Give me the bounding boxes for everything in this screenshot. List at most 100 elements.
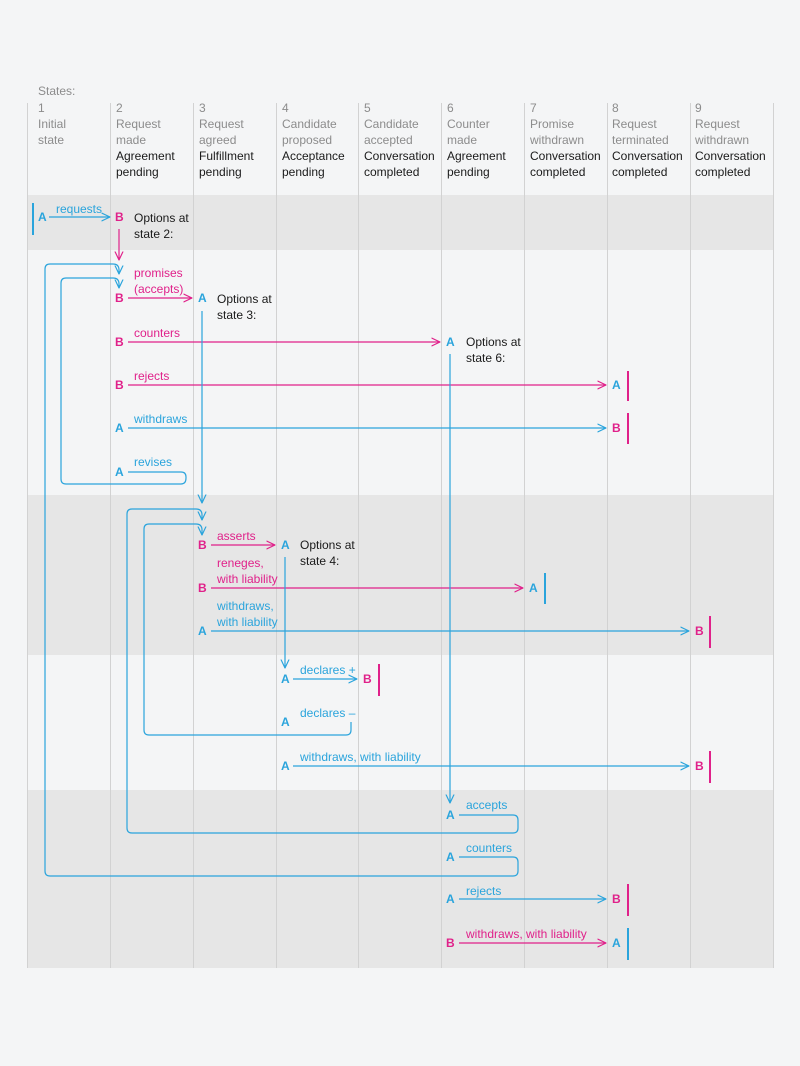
- actor-24: A: [446, 850, 455, 864]
- label-counters-a: counters: [466, 841, 512, 855]
- actor-12: B: [198, 538, 207, 552]
- column-header-line1: Request: [199, 117, 244, 131]
- column-header-num: 7: [530, 101, 537, 115]
- column-header-line3: Conversation: [530, 149, 601, 163]
- actor-15: A: [529, 581, 538, 595]
- band-4: [27, 655, 773, 790]
- column-header-line1: Request: [116, 117, 161, 131]
- column-header-num: 6: [447, 101, 454, 115]
- column-header-line4: completed: [530, 165, 586, 179]
- label-withdraws-liab-2: with liability: [216, 615, 278, 629]
- actor-14: B: [198, 581, 207, 595]
- actor-22: B: [695, 759, 704, 773]
- label-requests: requests: [56, 202, 102, 216]
- loop-accepts: [126, 508, 519, 834]
- label-reneges-liability: with liability: [216, 572, 278, 586]
- column-header-line4: completed: [364, 165, 420, 179]
- label-rejects-a: rejects: [466, 884, 501, 898]
- label-accepts: accepts: [466, 798, 507, 812]
- column-header-line2: made: [447, 133, 478, 147]
- column-header-line4: completed: [695, 165, 751, 179]
- column-header-num: 4: [282, 101, 289, 115]
- actor-28: A: [612, 936, 621, 950]
- options-label-line2-4: state 4:: [300, 554, 339, 568]
- band-1: [27, 195, 773, 250]
- column-header-line4: pending: [199, 165, 242, 179]
- options-label-line1-2: Options at: [217, 292, 272, 306]
- column-header-line2: proposed: [282, 133, 333, 147]
- label-declares-pos: declares +: [300, 663, 356, 677]
- options-label-line2-1: state 2:: [134, 227, 173, 241]
- states-label: States:: [38, 84, 76, 98]
- column-header-line3: Conversation: [612, 149, 683, 163]
- options-label-line1-4: Options at: [300, 538, 355, 552]
- label-accepts: (accepts): [134, 282, 183, 296]
- column-header-line3: Acceptance: [282, 149, 345, 163]
- label-withdraws-a: withdraws: [133, 412, 187, 426]
- column-header-line3: Conversation: [695, 149, 766, 163]
- options-label-line1-1: Options at: [134, 211, 189, 225]
- column-gridlines: [27, 103, 774, 968]
- terminal-bars: [32, 203, 711, 960]
- transition-lines: [44, 217, 689, 943]
- label-withdraws-liab: withdraws,: [216, 599, 274, 613]
- label-rejects-b: rejects: [134, 369, 169, 383]
- column-header-num: 9: [695, 101, 702, 115]
- options-label-line2-3: state 6:: [466, 351, 505, 365]
- actor-11: A: [115, 465, 124, 479]
- actor-23: A: [446, 808, 455, 822]
- background-bands: [27, 193, 773, 969]
- actor-2: B: [115, 210, 124, 224]
- actor-6: A: [446, 335, 455, 349]
- column-header-line2: made: [116, 133, 147, 147]
- actor-7: B: [115, 378, 124, 392]
- column-header-line1: Initial: [38, 117, 67, 131]
- label-revises: revises: [134, 455, 172, 469]
- column-header-line3: Conversation: [364, 149, 435, 163]
- options-label-line1-3: Options at: [466, 335, 521, 349]
- label-promises: promises: [134, 266, 183, 280]
- label-withdraws-liab-b6: withdraws, with liability: [465, 927, 587, 941]
- column-header-line2: withdrawn: [695, 133, 750, 147]
- actor-18: A: [281, 672, 290, 686]
- column-header-num: 1: [38, 101, 45, 115]
- actor-26: B: [612, 892, 621, 906]
- column-header-line1: Request: [612, 117, 657, 131]
- loop-counters-a: [44, 263, 519, 877]
- column-header-line2: terminated: [612, 133, 669, 147]
- column-header-line2: state: [38, 133, 65, 147]
- actor-17: B: [695, 624, 704, 638]
- actor-16: A: [198, 624, 207, 638]
- label-counters-b: counters: [134, 326, 180, 340]
- actor-1: A: [38, 210, 47, 224]
- column-header-line4: pending: [447, 165, 490, 179]
- actor-13: A: [281, 538, 290, 552]
- column-header-num: 2: [116, 101, 123, 115]
- label-asserts: asserts: [217, 529, 256, 543]
- actor-19: B: [363, 672, 372, 686]
- actor-20: A: [281, 715, 290, 729]
- label-declares-neg: declares –: [300, 706, 356, 720]
- column-header-line1: Candidate: [282, 117, 337, 131]
- actor-9: A: [115, 421, 124, 435]
- band-5: [27, 790, 773, 968]
- column-header-line3: Agreement: [116, 149, 175, 163]
- actor-27: B: [446, 936, 455, 950]
- actor-4: A: [198, 291, 207, 305]
- loop-revises: [60, 277, 187, 485]
- band-2: [27, 250, 773, 495]
- column-header-line3: Fulfillment: [199, 149, 254, 163]
- column-header-line2: withdrawn: [530, 133, 585, 147]
- column-header-line2: agreed: [199, 133, 237, 147]
- column-header-num: 5: [364, 101, 371, 115]
- band-3: [27, 495, 773, 655]
